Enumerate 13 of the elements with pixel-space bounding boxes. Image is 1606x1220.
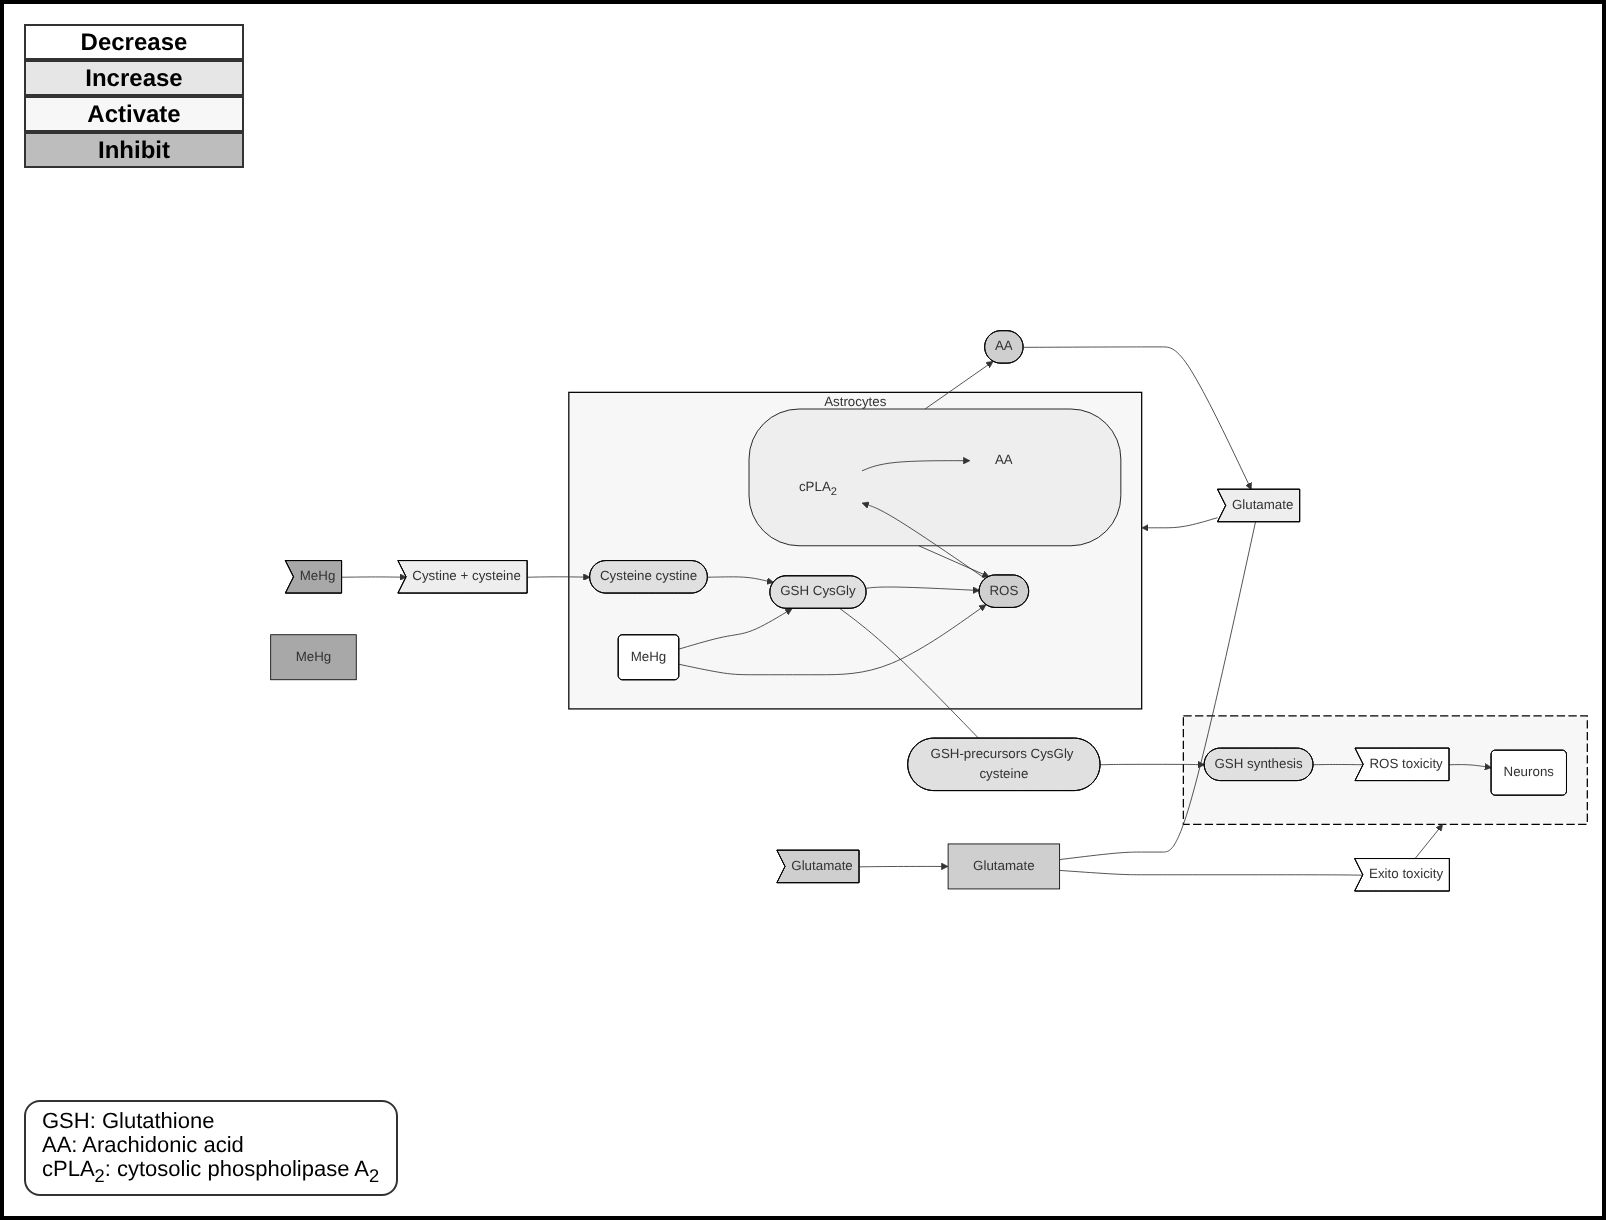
abbreviation-note: AA: Arachidonic acid [42, 1133, 246, 1158]
abbreviation-note: GSH: Glutathione [42, 1109, 217, 1134]
cluster [1182, 714, 1588, 825]
connector [1313, 763, 1364, 765]
legend-entry: Increase [24, 60, 244, 96]
legend-entry: Decrease [24, 24, 244, 60]
legend-entry: Activate [24, 96, 244, 132]
legend-entry: Inhibit [24, 132, 244, 168]
abbreviation-note: cPLA$_{2}$: cytosolic phospholipase A$_{2}$ [42, 1157, 380, 1186]
connector [1059, 869, 1364, 875]
connector [839, 607, 980, 739]
cluster [748, 407, 1122, 546]
connector [1059, 520, 1256, 860]
